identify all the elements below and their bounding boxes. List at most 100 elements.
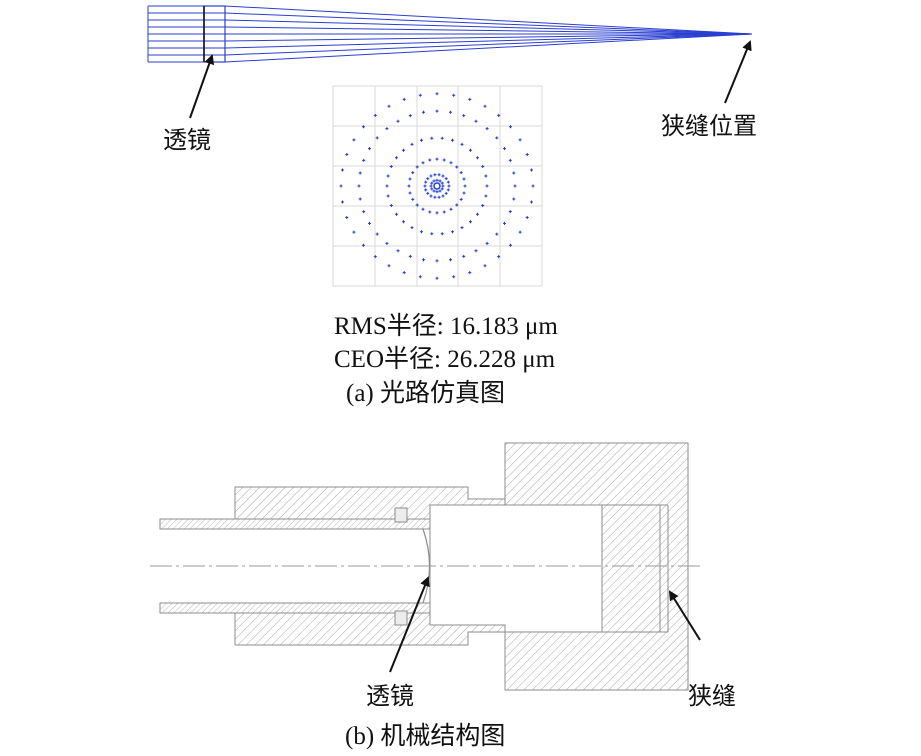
spot-point bbox=[531, 184, 535, 188]
spot-point bbox=[503, 147, 506, 151]
spot-point bbox=[476, 156, 479, 160]
spot-point bbox=[441, 184, 445, 188]
spot-point bbox=[459, 197, 463, 201]
spot-point bbox=[389, 165, 393, 168]
spot-point bbox=[435, 276, 439, 280]
spot-point bbox=[430, 136, 434, 140]
spot-point bbox=[483, 264, 487, 268]
spot-point bbox=[385, 241, 389, 245]
spot-point bbox=[462, 254, 466, 258]
spot-point bbox=[468, 271, 472, 275]
spot-point bbox=[530, 168, 533, 172]
spot-point bbox=[402, 148, 405, 152]
spot-point bbox=[484, 194, 488, 198]
spot-point bbox=[435, 211, 439, 215]
caption-a: (a) 光路仿真图 bbox=[346, 380, 505, 407]
spot-point bbox=[415, 203, 419, 207]
spot-point bbox=[437, 195, 441, 199]
lens-housing-bottom bbox=[234, 612, 506, 646]
spot-point bbox=[368, 221, 371, 225]
spot-point bbox=[386, 174, 390, 178]
spot-point bbox=[408, 191, 412, 195]
spot-point bbox=[497, 255, 501, 259]
spot-point bbox=[474, 119, 478, 123]
spot-point bbox=[387, 104, 391, 108]
spot-point bbox=[418, 275, 422, 279]
spot-point bbox=[435, 259, 439, 263]
spot-point bbox=[408, 177, 412, 181]
spot-point bbox=[339, 184, 343, 188]
spot-point bbox=[455, 165, 459, 169]
slit-label: 狭缝 bbox=[688, 684, 736, 710]
spot-point bbox=[430, 181, 434, 185]
bore-outlines bbox=[429, 504, 669, 633]
spot-point bbox=[433, 173, 437, 177]
spot-point bbox=[432, 179, 436, 183]
slit-position-arrow bbox=[724, 40, 752, 104]
spot-point bbox=[402, 271, 406, 275]
spot-point bbox=[423, 184, 427, 188]
spot-point bbox=[341, 200, 344, 204]
spot-point bbox=[503, 221, 506, 225]
spot-point bbox=[449, 110, 452, 114]
spot-point bbox=[462, 177, 466, 181]
spot-point bbox=[495, 136, 499, 140]
spot-point bbox=[396, 119, 400, 123]
spot-point bbox=[368, 147, 371, 151]
spot-point bbox=[497, 113, 501, 117]
spot-point bbox=[462, 191, 466, 195]
spot-point bbox=[362, 158, 366, 162]
caption-b: (b) 机械结构图 bbox=[345, 723, 506, 750]
mechanical-drawing bbox=[150, 442, 701, 691]
spot-point bbox=[357, 184, 361, 188]
spot-point bbox=[513, 184, 517, 188]
spot-point bbox=[509, 243, 512, 247]
spot-point bbox=[435, 109, 439, 113]
spot-point bbox=[352, 138, 356, 142]
spot-point bbox=[451, 138, 454, 142]
spot-point bbox=[408, 254, 412, 258]
spot-point bbox=[495, 232, 499, 236]
ray-bundle bbox=[147, 5, 753, 63]
spot-point bbox=[428, 158, 432, 162]
spot-point bbox=[438, 179, 442, 183]
spot-point bbox=[525, 216, 529, 219]
spot-point bbox=[484, 174, 488, 178]
spot-point bbox=[481, 165, 485, 168]
spot-point bbox=[530, 200, 533, 204]
spot-point bbox=[435, 157, 439, 161]
spot-point bbox=[429, 174, 433, 178]
spot-point bbox=[438, 189, 442, 193]
spot-point bbox=[420, 230, 423, 234]
spot-point bbox=[452, 275, 456, 279]
spot-point bbox=[345, 153, 349, 156]
spot-points bbox=[339, 92, 535, 280]
spot-point bbox=[446, 188, 450, 192]
spot-point bbox=[418, 93, 422, 97]
spot-diagram bbox=[332, 85, 543, 287]
spot-point bbox=[512, 171, 516, 175]
retaining-ring-bottom bbox=[394, 610, 408, 626]
spot-point bbox=[435, 190, 439, 194]
spot-point bbox=[441, 194, 445, 198]
spot-point bbox=[352, 230, 356, 234]
spot-point bbox=[449, 258, 452, 262]
spot-point bbox=[460, 226, 464, 230]
spot-point bbox=[345, 216, 349, 219]
spot-point bbox=[422, 110, 425, 114]
spot-point bbox=[424, 180, 428, 184]
spot-point bbox=[430, 187, 434, 191]
spot-point bbox=[452, 93, 456, 97]
spot-point bbox=[463, 184, 467, 188]
spot-point bbox=[518, 138, 522, 142]
lens-element bbox=[203, 5, 226, 63]
spot-point bbox=[508, 210, 512, 214]
lens-arrow bbox=[189, 54, 215, 119]
spot-point bbox=[430, 232, 434, 236]
spot-point bbox=[421, 207, 425, 211]
spot-point bbox=[483, 104, 487, 108]
spot-point bbox=[435, 92, 439, 96]
spot-point bbox=[444, 191, 448, 195]
spot-point bbox=[468, 97, 472, 101]
spot-point bbox=[395, 156, 398, 160]
